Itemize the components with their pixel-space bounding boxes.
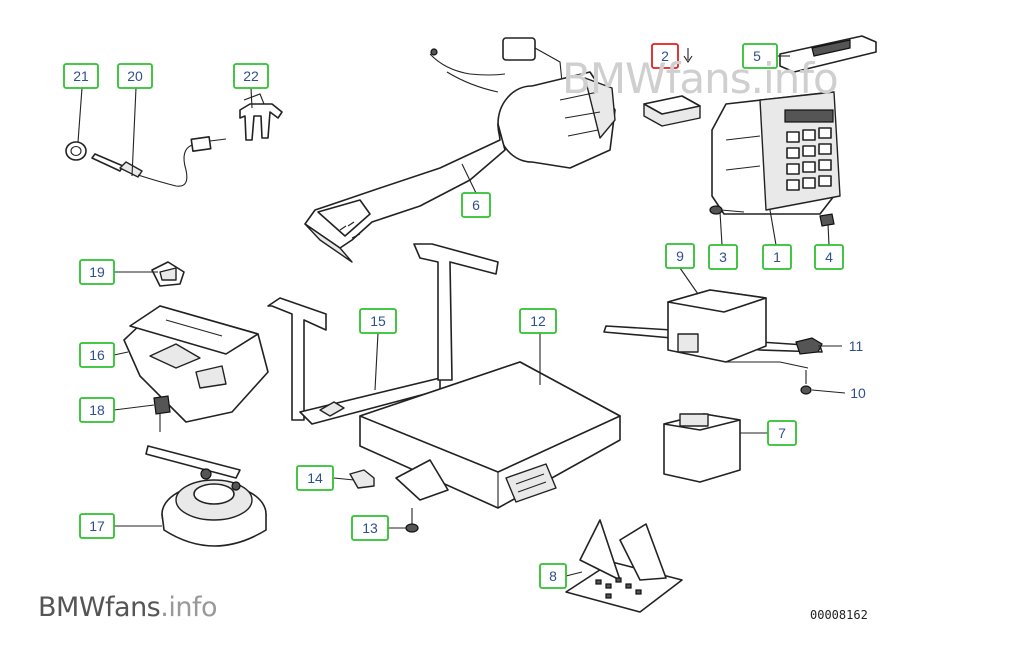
site-logo: BMWfans.info	[38, 592, 217, 623]
svg-text:6: 6	[472, 197, 480, 213]
svg-text:1: 1	[773, 249, 781, 265]
svg-text:3: 3	[719, 249, 727, 265]
part-18-bolt[interactable]	[153, 395, 171, 432]
site-logo-tld: .info	[160, 592, 217, 623]
callout-3[interactable]: 3	[708, 244, 738, 270]
callout-1[interactable]: 1	[762, 244, 792, 270]
part-11-nut[interactable]	[795, 337, 823, 355]
callout-14[interactable]: 14	[296, 465, 334, 491]
svg-text:12: 12	[530, 313, 546, 329]
part-2-module[interactable]	[643, 48, 701, 127]
svg-text:4: 4	[825, 249, 833, 265]
part-12-control-unit[interactable]	[359, 361, 621, 509]
callout-11[interactable]: 11	[849, 338, 864, 354]
callout-13[interactable]: 13	[351, 515, 389, 541]
part-9-relay-module[interactable]	[603, 289, 823, 369]
part-22-clip[interactable]	[239, 93, 283, 141]
callout-6[interactable]: 6	[461, 192, 491, 218]
callout-15[interactable]: 15	[359, 308, 397, 334]
part-8-support[interactable]	[565, 519, 683, 613]
svg-text:19: 19	[89, 264, 105, 280]
part-21-washer[interactable]	[65, 141, 87, 161]
diagram-code: 00008162	[810, 608, 868, 622]
callout-21[interactable]: 21	[63, 63, 99, 89]
svg-text:8: 8	[549, 568, 557, 584]
part-4-nut[interactable]	[819, 213, 835, 227]
svg-text:5: 5	[753, 48, 761, 64]
svg-text:15: 15	[370, 313, 386, 329]
callout-17[interactable]: 17	[79, 513, 115, 539]
part-10-screw[interactable]	[800, 370, 812, 395]
part-13-screw[interactable]	[405, 508, 419, 533]
part-7-relay[interactable]	[663, 413, 741, 483]
callout-10[interactable]: 10	[850, 385, 866, 401]
svg-text:7: 7	[778, 425, 786, 441]
svg-text:18: 18	[89, 402, 105, 418]
part-15-bracket[interactable]	[267, 243, 499, 425]
callout-12[interactable]: 12	[519, 308, 557, 334]
callout-9[interactable]: 9	[665, 243, 695, 269]
callout-20[interactable]: 20	[117, 63, 153, 89]
callout-22[interactable]: 22	[233, 63, 269, 89]
part-3-screw[interactable]	[709, 205, 745, 215]
watermark: BMWfans.info	[562, 54, 839, 103]
part-16-holder[interactable]	[123, 305, 269, 423]
part-14-clip[interactable]	[349, 459, 449, 501]
callout-7[interactable]: 7	[767, 420, 797, 446]
callout-2[interactable]: 2	[651, 43, 679, 69]
part-1-check-control[interactable]	[711, 91, 841, 215]
callout-8[interactable]: 8	[539, 563, 567, 589]
leader-lines	[77, 55, 846, 577]
callout-4[interactable]: 4	[814, 244, 844, 270]
site-logo-brand: BMWfans	[38, 592, 161, 623]
svg-text:14: 14	[307, 470, 323, 486]
svg-text:16: 16	[89, 347, 105, 363]
svg-text:20: 20	[127, 68, 143, 84]
callout-5[interactable]: 5	[742, 43, 778, 69]
part-17-horn[interactable]	[145, 445, 267, 547]
callout-19[interactable]: 19	[79, 259, 115, 285]
svg-text:21: 21	[73, 68, 89, 84]
svg-text:9: 9	[676, 248, 684, 264]
svg-text:13: 13	[362, 520, 378, 536]
svg-text:17: 17	[89, 518, 105, 534]
part-5-cover-strip[interactable]	[779, 35, 877, 73]
part-6-turn-signal-switch[interactable]	[304, 37, 616, 263]
svg-text:2: 2	[661, 48, 669, 64]
callout-18[interactable]: 18	[79, 397, 115, 423]
svg-text:22: 22	[243, 68, 259, 84]
part-19-grommet[interactable]	[151, 261, 185, 287]
part-20-sensor[interactable]	[91, 136, 227, 187]
callout-16[interactable]: 16	[79, 342, 115, 368]
